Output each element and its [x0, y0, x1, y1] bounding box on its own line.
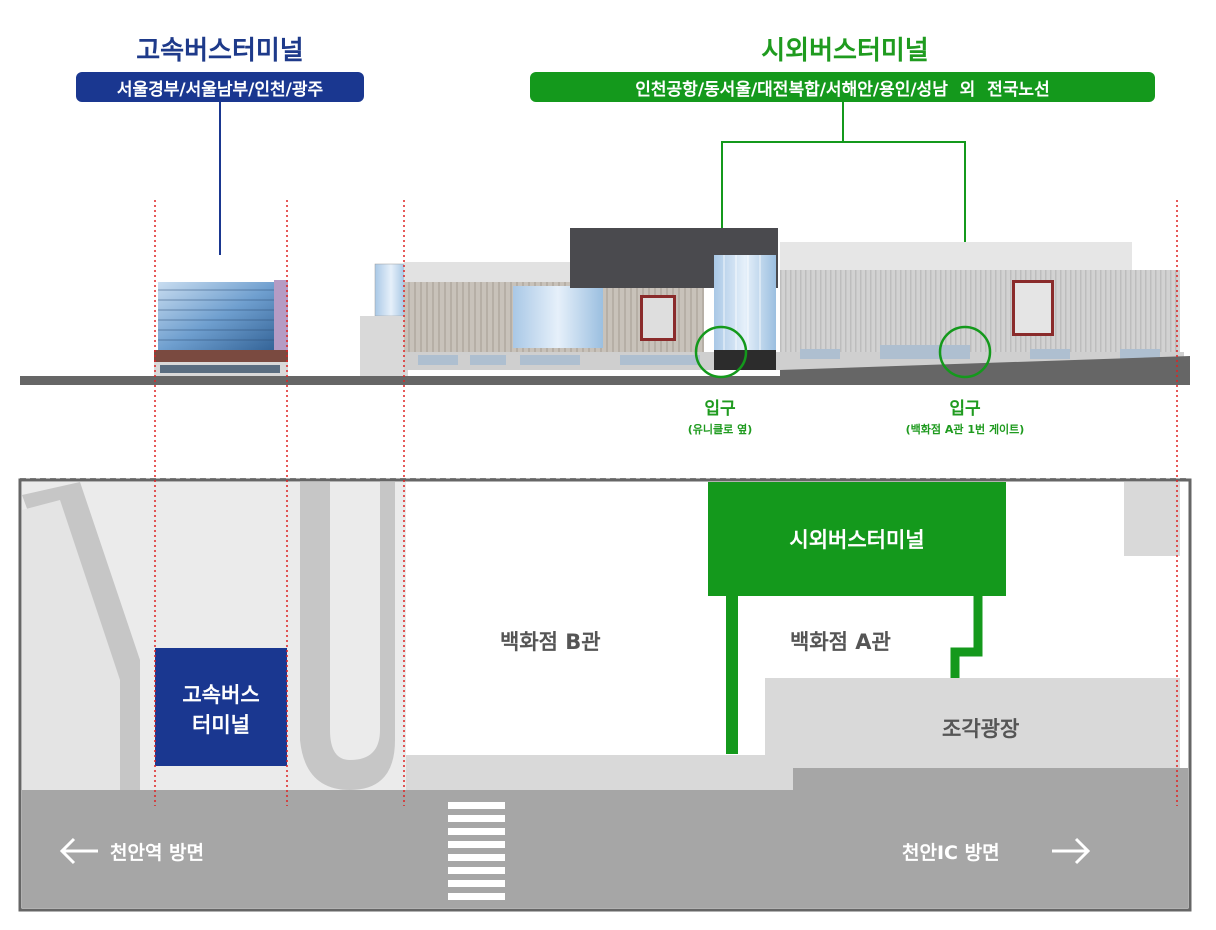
left-direction-label: 천안역 방면	[110, 842, 205, 864]
alignment-lines	[154, 200, 1178, 806]
right-direction-label: 천안IC 방면	[902, 842, 1000, 864]
intercity-terminal-title: 시외버스터미널	[761, 36, 929, 66]
entrance-label-uniqlo: 입구 (유니클로 옆)	[660, 394, 780, 437]
sculpture-plaza-label: 조각광장	[942, 717, 1020, 741]
right-arrow-icon	[1052, 837, 1091, 865]
department-store-building	[360, 228, 1184, 376]
dept-a-label: 백화점 A관	[790, 630, 891, 654]
entrance-title: 입구	[704, 399, 736, 419]
express-terminal-map-box	[155, 648, 287, 766]
intercity-terminal-map-box	[708, 482, 1006, 596]
intercity-terminal-map-label: 시외버스터미널	[789, 528, 925, 552]
dept-b-label: 백화점 B관	[500, 630, 601, 654]
entrance-label-gate-a1: 입구 (백화점 A관 1번 게이트)	[880, 394, 1050, 437]
entrance-title: 입구	[949, 399, 981, 419]
express-routes-badge: 서울경부/서울남부/인천/광주	[76, 72, 364, 102]
ground-line	[20, 376, 1190, 385]
express-terminal-map-label: 고속버스 터미널	[155, 680, 287, 740]
express-terminal-building	[154, 280, 288, 376]
express-box-line1: 고속버스	[182, 683, 260, 707]
express-terminal-title: 고속버스터미널	[136, 36, 304, 66]
entrance-note: (백화점 A관 1번 게이트)	[905, 423, 1025, 436]
entrance-circle-uniqlo	[694, 325, 748, 379]
left-arrow-icon	[59, 837, 98, 865]
express-box-line2: 터미널	[192, 713, 250, 737]
entrance-circle-gate-a1	[938, 325, 992, 379]
crosswalk	[448, 802, 505, 900]
site-map	[18, 478, 1192, 912]
entrance-note: (유니클로 옆)	[687, 423, 753, 436]
intercity-routes-badge: 인천공항/동서울/대전복합/서해안/용인/성남 외 전국노선	[530, 72, 1155, 102]
